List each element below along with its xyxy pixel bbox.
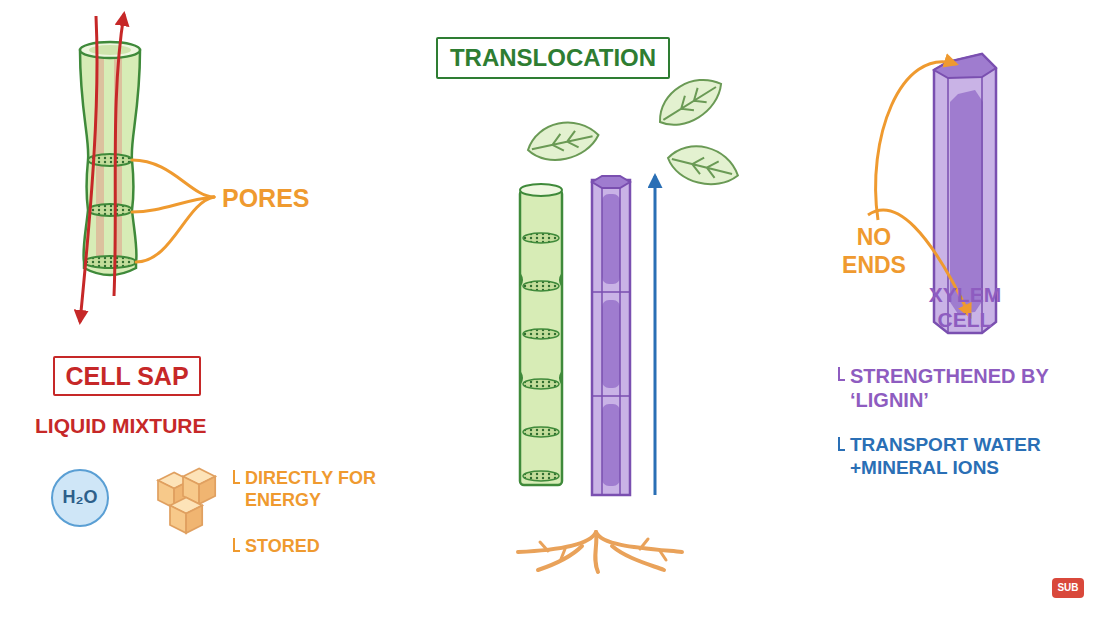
root-hair (540, 539, 666, 560)
leaf-blade (664, 139, 743, 191)
leaf-vein (670, 150, 734, 181)
leader-line (136, 197, 214, 262)
term-box: CELL SAP (53, 356, 200, 396)
tree-mark (839, 437, 845, 450)
roots (518, 532, 682, 572)
node-text: TRANSLOCATION (450, 44, 656, 73)
leaves (524, 67, 743, 191)
water-drop: H₂O (51, 469, 109, 527)
part-label: PORES (222, 183, 310, 213)
sub-badge: SUB (1052, 578, 1083, 598)
phloem-top (520, 184, 562, 196)
title-box: TRANSLOCATION (436, 37, 670, 80)
note-label: STRENGTHENED BY ‘LIGNIN’ (850, 364, 1055, 412)
phloem-column (520, 184, 562, 485)
xylem-edge (592, 188, 630, 495)
part-label: XYLEM CELL (910, 282, 1020, 332)
xylem-column (592, 176, 630, 495)
sieve-plate (523, 471, 559, 481)
sieve-tube (80, 14, 140, 322)
xylem-lumen (602, 300, 620, 388)
leader-line (132, 160, 214, 197)
node-text: CELL SAP (65, 361, 188, 391)
sugar-cubes (158, 468, 215, 533)
tube-top (80, 42, 140, 58)
leaf-blade (524, 116, 602, 166)
node-text: H₂O (63, 487, 98, 509)
root (595, 532, 598, 572)
sieve-plate (523, 379, 559, 389)
pointer-arrow (876, 62, 956, 220)
no-ends-arrows (868, 62, 970, 316)
xylem-body (592, 180, 630, 495)
leaf-vein (659, 79, 721, 126)
tree-mark (234, 538, 240, 551)
root (612, 546, 664, 570)
leaf-vein (530, 127, 594, 157)
leaf (664, 139, 743, 191)
flow-arrow (80, 16, 97, 322)
flow-arrow (114, 14, 124, 296)
tree-mark (839, 367, 845, 380)
note-label: TRANSPORT WATER +MINERAL IONS (850, 434, 1075, 480)
sieve-plate (523, 233, 559, 243)
upward-arrow (654, 176, 657, 495)
sieve-plate (523, 329, 559, 339)
xylem-top (592, 176, 630, 188)
root (518, 532, 596, 552)
pores-leader (132, 160, 214, 262)
tree-mark (234, 470, 240, 483)
sieve-plate (84, 256, 136, 268)
sieve-plate (523, 281, 559, 291)
tube-waist (520, 274, 562, 384)
part-label: NO ENDS (824, 224, 924, 279)
note-label: DIRECTLY FOR ENERGY (245, 468, 405, 511)
xylem-lumen (602, 194, 620, 284)
note-label: STORED (245, 536, 320, 558)
sieve-plate (88, 204, 132, 216)
xylem-lumen (602, 404, 620, 486)
sugar-cube (170, 497, 202, 533)
note-label: LIQUID MIXTURE (35, 413, 207, 438)
phloem-body (520, 190, 562, 485)
cell-lumen (950, 90, 983, 314)
node-text: SUB (1057, 582, 1078, 594)
cell-top (934, 54, 996, 78)
tree-marks (234, 470, 240, 551)
tube-opening (89, 45, 131, 55)
leaf (524, 116, 602, 166)
sieve-plate (523, 427, 559, 437)
